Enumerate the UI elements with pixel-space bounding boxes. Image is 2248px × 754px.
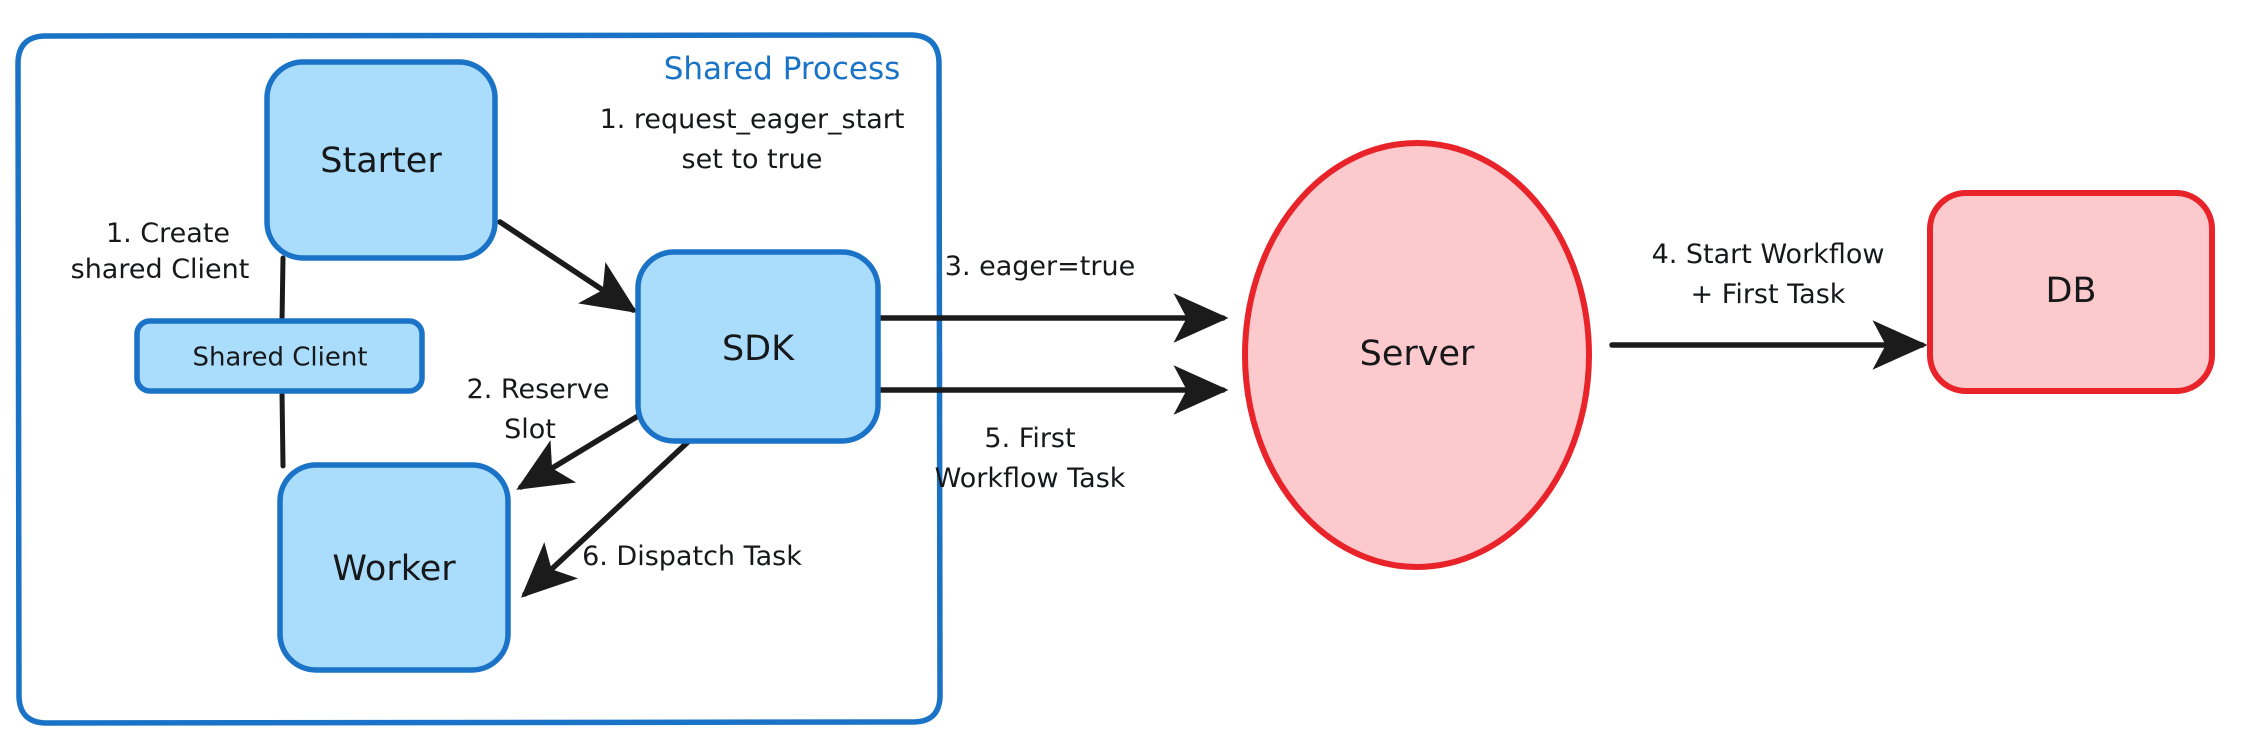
node-sdk-label: SDK bbox=[722, 329, 795, 369]
node-worker[interactable]: Worker bbox=[277, 462, 511, 673]
edge-label-reserve-slot: 2. Reserve Slot bbox=[467, 374, 610, 445]
edge-label-eager-true-line1: 3. eager=true bbox=[945, 251, 1135, 282]
edge-label-start-workflow-line1: 4. Start Workflow bbox=[1652, 239, 1885, 270]
node-shared-client-shape[interactable] bbox=[134, 318, 425, 394]
edge-label-request-eager-start: 1. request_eager_start set to true bbox=[600, 104, 905, 175]
edge-starter-to-sdk bbox=[497, 219, 638, 314]
node-starter-label: Starter bbox=[320, 141, 442, 181]
edge-dispatch-task-arrow bbox=[520, 437, 693, 598]
shared-process-group: Shared Process bbox=[15, 32, 943, 726]
node-starter[interactable]: Starter bbox=[264, 59, 498, 261]
edge-label-start-workflow-line2: + First Task bbox=[1691, 279, 1846, 310]
node-sdk-shape[interactable] bbox=[635, 249, 881, 444]
edge-starter-to-shared-client-line bbox=[279, 255, 286, 325]
edge-label-request-eager-line1: 1. request_eager_start bbox=[600, 104, 905, 135]
edge-label-reserve-line2: Slot bbox=[504, 414, 556, 445]
edge-label-first-workflow-line1: 5. First bbox=[984, 423, 1075, 454]
edge-sdk-to-worker-dispatch bbox=[520, 437, 693, 598]
edge-label-first-workflow-line2: Workflow Task bbox=[935, 463, 1126, 494]
shared-process-label: Shared Process bbox=[664, 51, 901, 87]
edge-label-start-workflow: 4. Start Workflow + First Task bbox=[1652, 239, 1885, 310]
node-db-label: DB bbox=[2046, 271, 2097, 311]
edge-label-dispatch-task: 6. Dispatch Task bbox=[582, 541, 802, 572]
node-db-shape[interactable] bbox=[1927, 190, 2215, 394]
edge-label-create-shared-client: 1. Create shared Client bbox=[71, 218, 250, 285]
edge-label-first-workflow-task: 5. First Workflow Task bbox=[935, 423, 1126, 494]
edge-label-create-line1: 1. Create bbox=[106, 218, 230, 249]
edge-label-create-line2: shared Client bbox=[71, 254, 250, 285]
node-sdk[interactable]: SDK bbox=[635, 249, 881, 444]
shared-process-border bbox=[15, 32, 943, 726]
edge-starter-to-sdk-arrow bbox=[497, 219, 638, 314]
node-worker-shape[interactable] bbox=[277, 462, 511, 673]
node-worker-label: Worker bbox=[332, 549, 456, 589]
node-db[interactable]: DB bbox=[1927, 190, 2215, 394]
edge-label-eager-true: 3. eager=true bbox=[945, 251, 1135, 282]
node-server[interactable]: Server bbox=[1242, 140, 1592, 570]
node-server-label: Server bbox=[1360, 334, 1475, 374]
edge-sdk-to-worker-reserve bbox=[516, 407, 651, 490]
edge-shared-client-link bbox=[279, 255, 286, 469]
edge-label-dispatch-task-line1: 6. Dispatch Task bbox=[582, 541, 802, 572]
node-starter-shape[interactable] bbox=[264, 59, 498, 261]
node-shared-client[interactable]: Shared Client bbox=[134, 318, 425, 394]
node-shared-client-label: Shared Client bbox=[192, 343, 367, 373]
edge-reserve-slot-arrow bbox=[516, 407, 651, 490]
edge-label-request-eager-line2: set to true bbox=[682, 144, 823, 175]
edge-label-reserve-line1: 2. Reserve bbox=[467, 374, 610, 405]
node-server-shape[interactable] bbox=[1242, 140, 1592, 570]
edge-shared-client-to-worker-line bbox=[279, 388, 286, 469]
